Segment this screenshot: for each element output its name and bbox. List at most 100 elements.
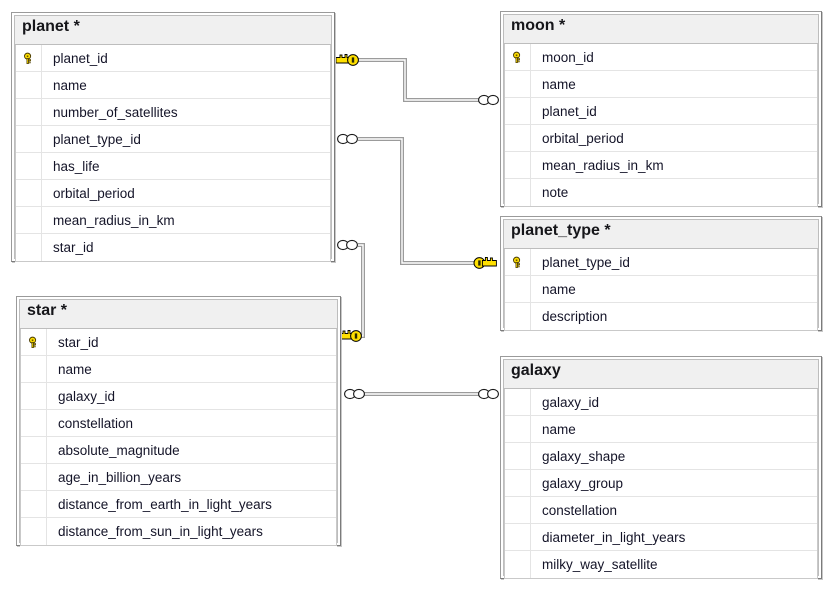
field-name: orbital_period (53, 185, 135, 201)
field-row[interactable]: planet_id (505, 98, 817, 125)
many-marker-icon (478, 388, 499, 400)
field-row[interactable]: milky_way_satellite (505, 551, 817, 578)
field-row[interactable]: constellation (505, 497, 817, 524)
field-name: absolute_magnitude (58, 442, 180, 458)
relationship-planet-planet-type[interactable] (337, 133, 497, 269)
field-row[interactable]: age_in_billion_years (21, 464, 336, 491)
relationship-planet-star[interactable] (337, 239, 365, 342)
key-gutter-cell (505, 470, 531, 496)
primary-key-icon (505, 44, 531, 70)
field-row[interactable]: galaxy_id (21, 383, 336, 410)
entity-title: moon * (511, 17, 566, 34)
key-gutter-cell (505, 98, 531, 124)
entity-title: planet_type * (511, 222, 611, 239)
primary-key-icon (505, 249, 531, 275)
entity-header-galaxy[interactable]: galaxy (504, 360, 818, 389)
field-row[interactable]: orbital_period (505, 125, 817, 152)
field-row[interactable]: name (16, 72, 330, 99)
field-name: name (542, 421, 576, 437)
field-row[interactable]: galaxy_shape (505, 443, 817, 470)
key-gutter-cell (16, 180, 42, 206)
field-name: has_life (53, 158, 100, 174)
entity-tail-strip (15, 262, 331, 266)
entity-tail-strip (504, 331, 818, 335)
field-row[interactable]: orbital_period (16, 180, 330, 207)
field-name: name (58, 361, 92, 377)
key-gutter-cell (505, 71, 531, 97)
key-gutter-cell (21, 437, 47, 463)
relationship-star-galaxy[interactable] (344, 388, 499, 400)
field-row[interactable]: note (505, 179, 817, 206)
field-name: number_of_satellites (53, 104, 178, 120)
field-row[interactable]: constellation (21, 410, 336, 437)
entity-header-moon[interactable]: moon * (504, 15, 818, 44)
key-icon (335, 54, 359, 66)
field-name: constellation (542, 502, 618, 518)
entity-header-planet_type[interactable]: planet_type * (504, 220, 818, 249)
field-name: moon_id (542, 49, 594, 65)
field-row[interactable]: has_life (16, 153, 330, 180)
field-row[interactable]: star_id (16, 234, 330, 261)
key-gutter-cell (16, 234, 42, 261)
field-name: note (542, 185, 569, 200)
key-gutter-cell (16, 153, 42, 179)
field-row[interactable]: description (505, 303, 817, 330)
key-gutter-cell (16, 126, 42, 152)
field-row[interactable]: name (505, 416, 817, 443)
field-row[interactable]: name (21, 356, 336, 383)
key-gutter-cell (505, 276, 531, 302)
field-row[interactable]: star_id (21, 329, 336, 356)
field-name: galaxy_id (542, 394, 600, 410)
entity-title: galaxy (511, 362, 561, 379)
relationship-planet-moon[interactable] (335, 54, 499, 106)
key-gutter-cell (505, 551, 531, 578)
field-row[interactable]: number_of_satellites (16, 99, 330, 126)
many-marker-icon (478, 94, 499, 106)
field-row[interactable]: moon_id (505, 44, 817, 71)
key-gutter-cell (505, 152, 531, 178)
field-row[interactable]: name (505, 71, 817, 98)
entity-header-planet[interactable]: planet * (15, 16, 331, 45)
field-name: orbital_period (542, 130, 624, 146)
field-name: galaxy_group (542, 475, 624, 491)
field-name: age_in_billion_years (58, 469, 182, 485)
entity-header-star[interactable]: star * (20, 300, 337, 329)
key-gutter-cell (505, 497, 531, 523)
field-row[interactable]: galaxy_group (505, 470, 817, 497)
key-gutter-cell (16, 99, 42, 125)
field-name: diameter_in_light_years (542, 529, 686, 545)
field-name: mean_radius_in_km (53, 212, 175, 228)
many-marker-icon (337, 133, 358, 145)
field-name: name (53, 77, 87, 93)
field-row[interactable]: planet_id (16, 45, 330, 72)
field-name: planet_type_id (53, 131, 141, 147)
field-row[interactable]: distance_from_sun_in_light_years (21, 518, 336, 545)
key-gutter-cell (16, 207, 42, 233)
field-row[interactable]: planet_type_id (505, 249, 817, 276)
field-row[interactable]: mean_radius_in_km (16, 207, 330, 234)
field-row[interactable]: planet_type_id (16, 126, 330, 153)
field-row[interactable]: galaxy_id (505, 389, 817, 416)
field-row[interactable]: distance_from_earth_in_light_years (21, 491, 336, 518)
field-row[interactable]: absolute_magnitude (21, 437, 336, 464)
key-gutter-cell (505, 389, 531, 415)
field-name: description (542, 309, 608, 324)
field-row[interactable]: diameter_in_light_years (505, 524, 817, 551)
field-row[interactable]: mean_radius_in_km (505, 152, 817, 179)
field-name: planet_id (542, 103, 597, 119)
key-gutter-cell (505, 443, 531, 469)
field-row[interactable]: name (505, 276, 817, 303)
field-name: name (542, 281, 576, 297)
